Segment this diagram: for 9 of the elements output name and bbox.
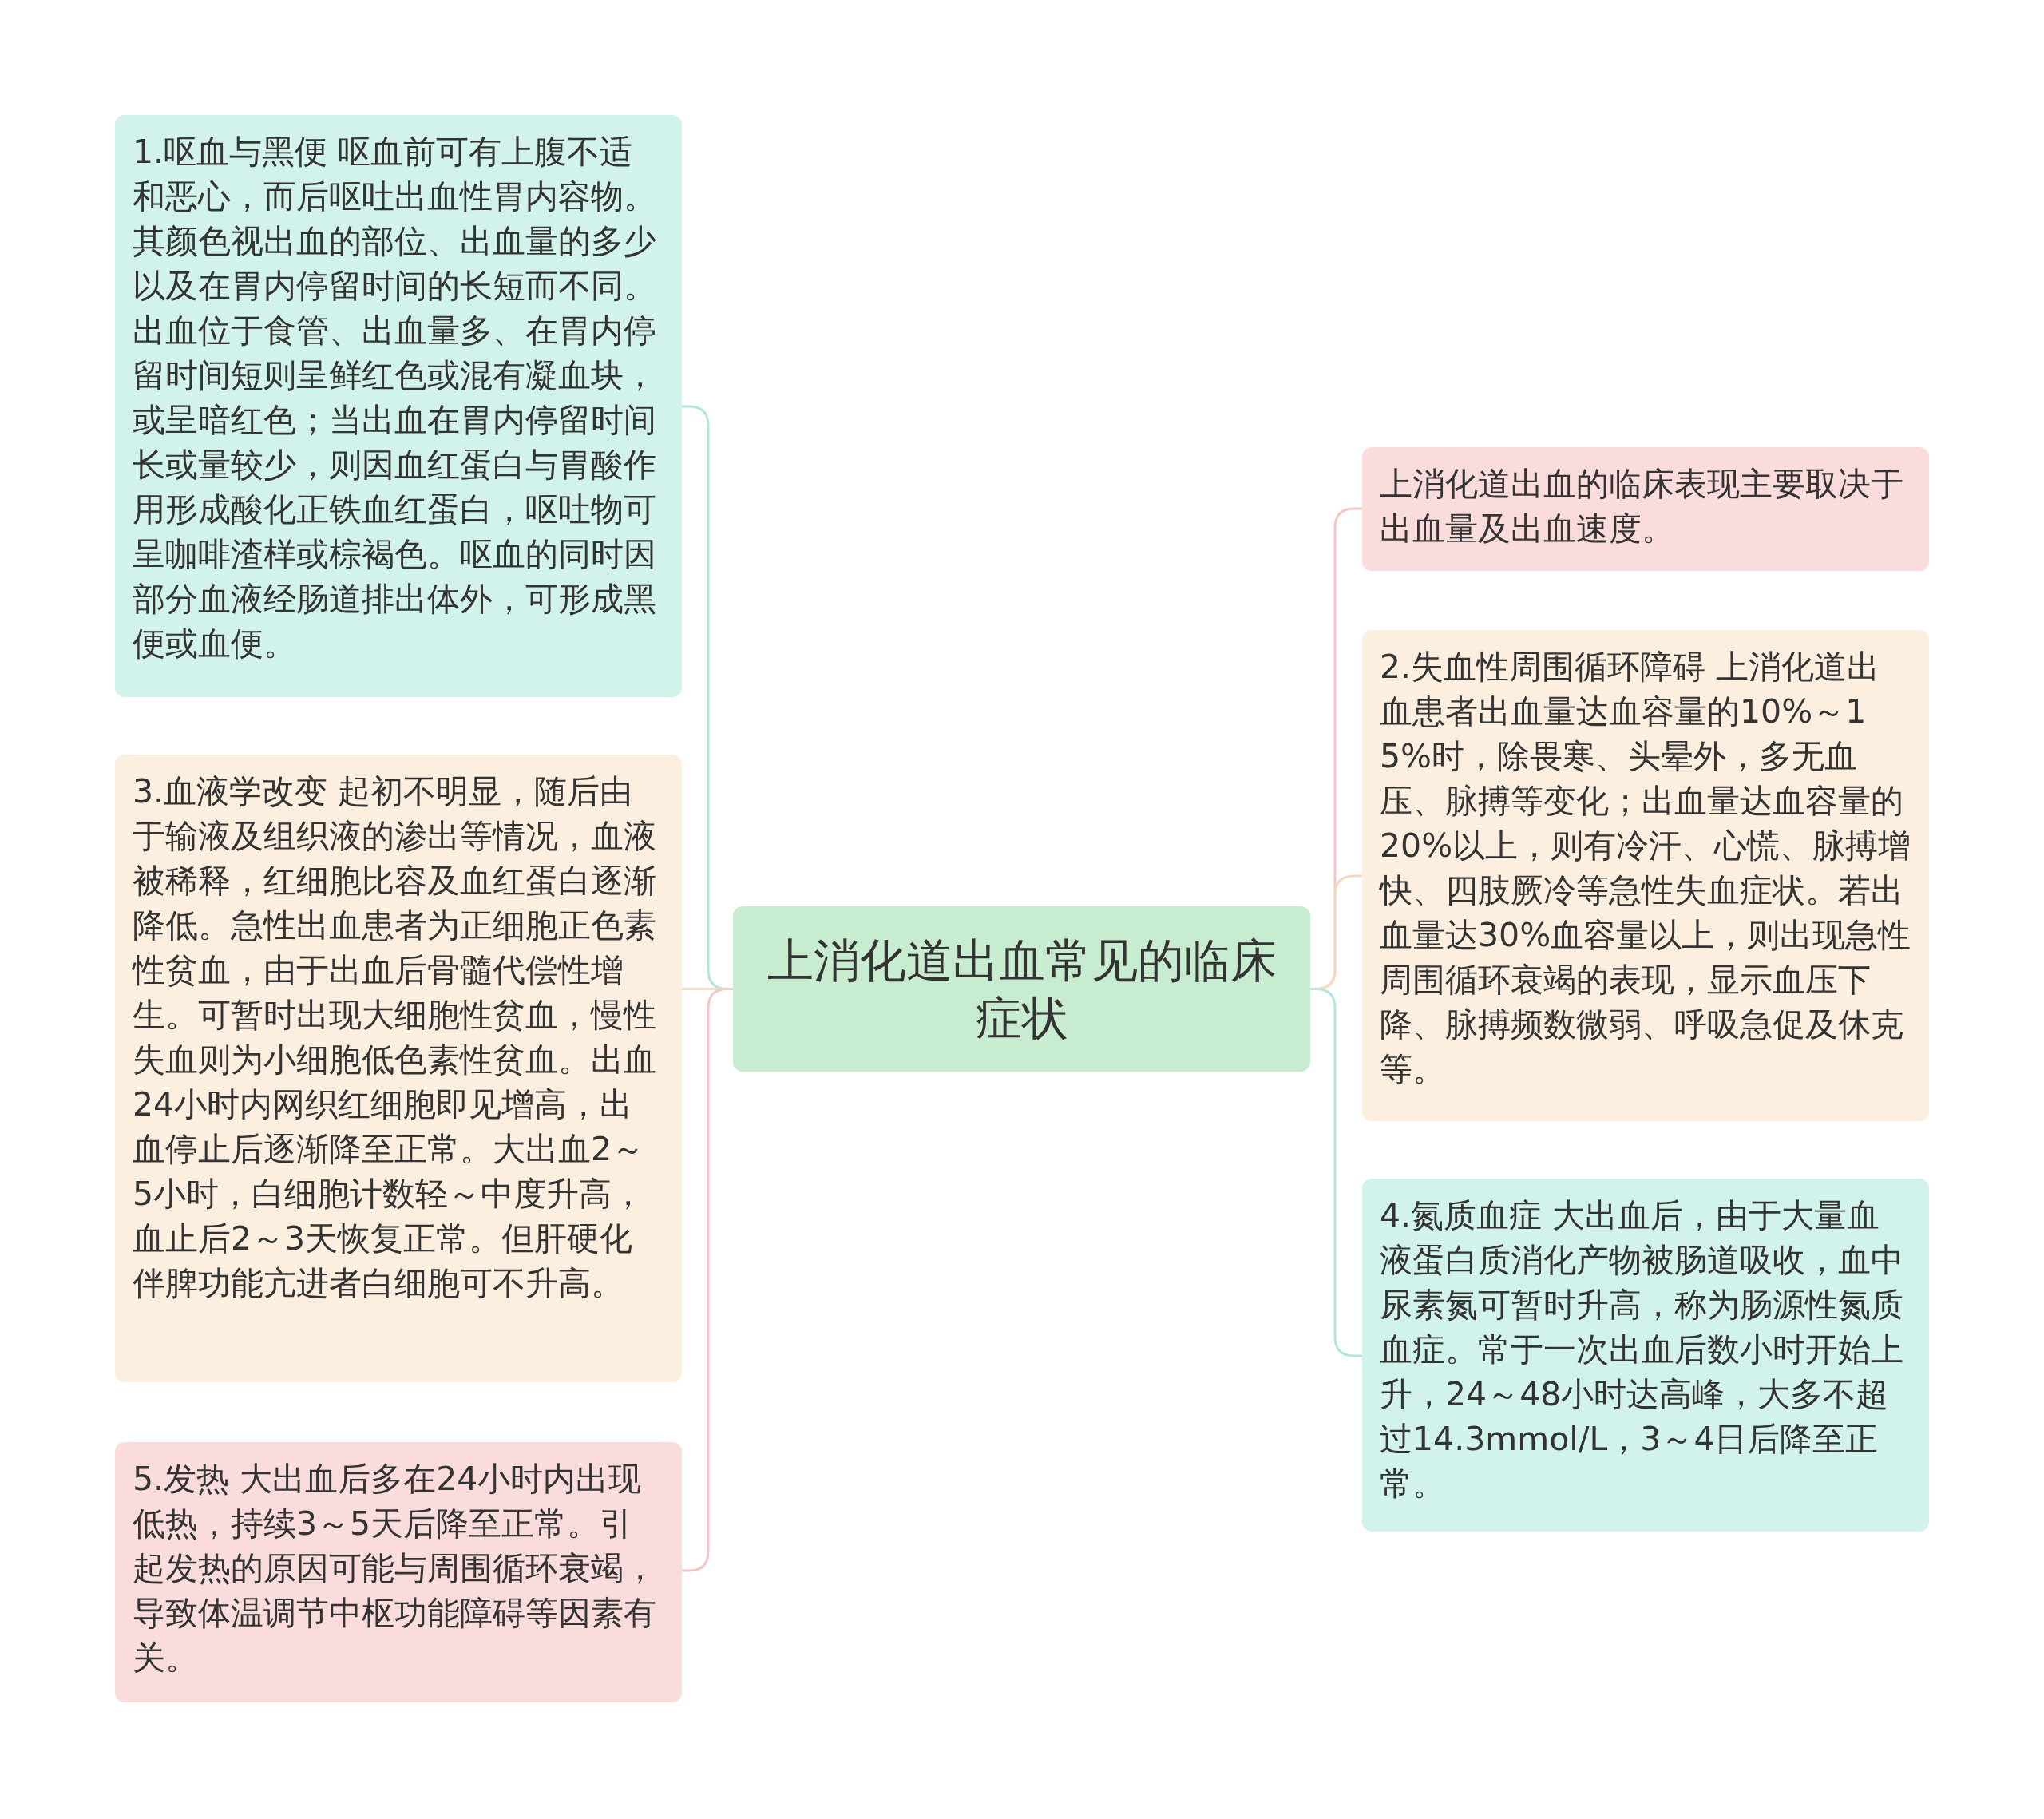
central-topic-box: 上消化道出血常见的临床症状 — [733, 906, 1310, 1072]
topic-box: 1.呕血与黑便 呕血前可有上腹不适和恶心，而后呕吐出血性胃内容物。其颜色视出血的部位、出血量的多少以及在胃内停留时间的长短而不同。出血位于食管、出血量多、在胃内停留时间短则呈鲜红色或混有凝血块，或呈暗红色；当出血在胃内停留时间长或量较少，则因血红蛋白与胃酸作用形成酸化正铁血红蛋白，呕吐物可呈咖啡渣样或棕褐色。呕血的同时因部分血液经肠道排出体外，可形成黑便或血便。 — [115, 115, 682, 697]
topic-box: 5.发热 大出血后多在24小时内出现低热，持续3～5天后降至正常。引起发热的原因可能与周围循环衰竭，导致体温调节中枢功能障碍等因素有关。 — [115, 1442, 682, 1702]
connector-line — [1310, 988, 1362, 1357]
connector-line — [682, 988, 733, 1572]
topic-box: 上消化道出血的临床表现主要取决于出血量及出血速度。 — [1362, 447, 1929, 571]
topic-box: 2.失血性周围循环障碍 上消化道出血患者出血量达血容量的10%～15%时，除畏寒、头晕外，多无血压、脉搏等变化；出血量达血容量的20%以上，则有冷汗、心慌、脉搏增快、四肢厥冷等急性失血症状。若出血量达30%血容量以上，则出现急性周围循环衰竭的表现，显示血压下降、脉搏频数微弱、呼吸急促及休克等。 — [1362, 630, 1929, 1121]
topic-box: 4.氮质血症 大出血后，由于大量血液蛋白质消化产物被肠道吸收，血中尿素氮可暂时升高，称为肠源性氮质血症。常于一次出血后数小时开始上升，24～48小时达高峰，大多不超过14.3mmol/L，3～4日后降至正常。 — [1362, 1179, 1929, 1532]
topic-box: 3.血液学改变 起初不明显，随后由于输液及组织液的渗出等情况，血液被稀释，红细胞比容及血红蛋白逐渐降低。急性出血患者为正细胞正色素性贫血，由于出血后骨髓代偿性增生。可暂时出现大细胞性贫血，慢性失血则为小细胞低色素性贫血。出血24小时内网织红细胞即见增高，出血停止后逐渐降至正常。大出血2～5小时，白细胞计数轻～中度升高，血止后2～3天恢复正常。但肝硬化伴脾功能亢进者白细胞可不升高。 — [115, 755, 682, 1382]
